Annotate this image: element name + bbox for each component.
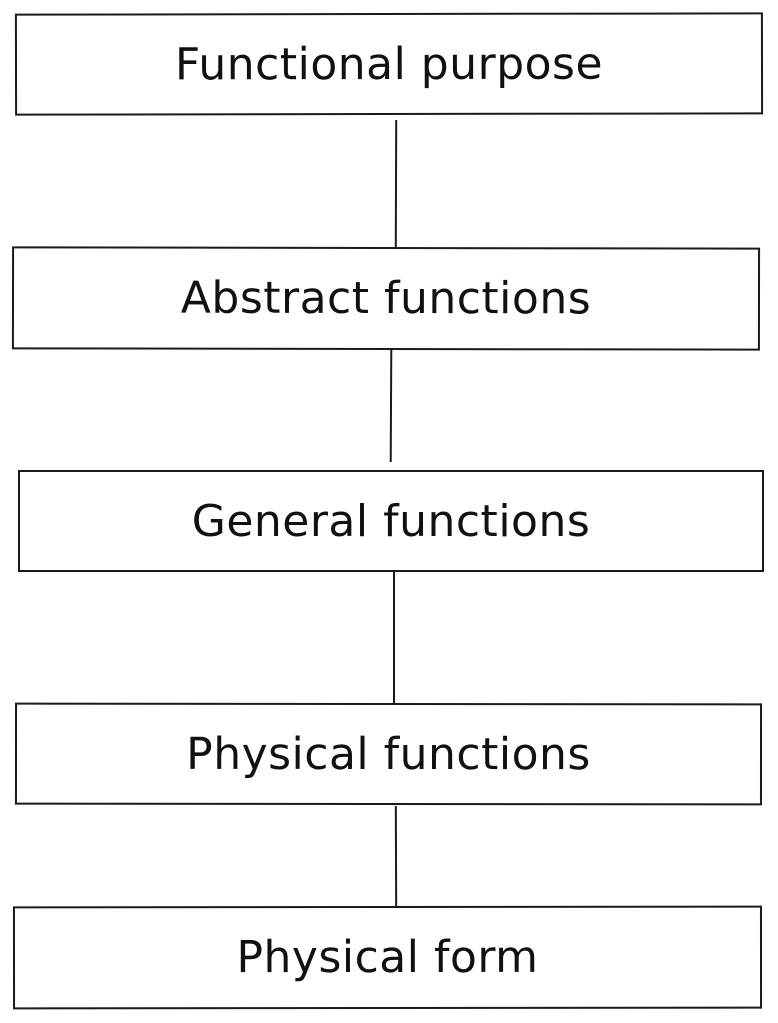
connector-line (394, 119, 398, 249)
level-box-functional-purpose: Functional purpose (14, 12, 764, 116)
level-label: Functional purpose (174, 38, 604, 90)
level-label: Abstract functions (180, 272, 592, 325)
level-box-physical-functions: Physical functions (14, 702, 763, 806)
level-box-abstract-functions: Abstract functions (11, 246, 761, 351)
connector-line (389, 349, 393, 463)
level-label: Physical functions (186, 728, 591, 780)
level-label: General functions (191, 495, 591, 547)
level-label: Physical form (236, 931, 539, 984)
level-box-general-functions: General functions (18, 470, 764, 572)
level-box-physical-form: Physical form (12, 905, 763, 1010)
connector-line (394, 805, 398, 907)
connector-line (393, 572, 395, 703)
